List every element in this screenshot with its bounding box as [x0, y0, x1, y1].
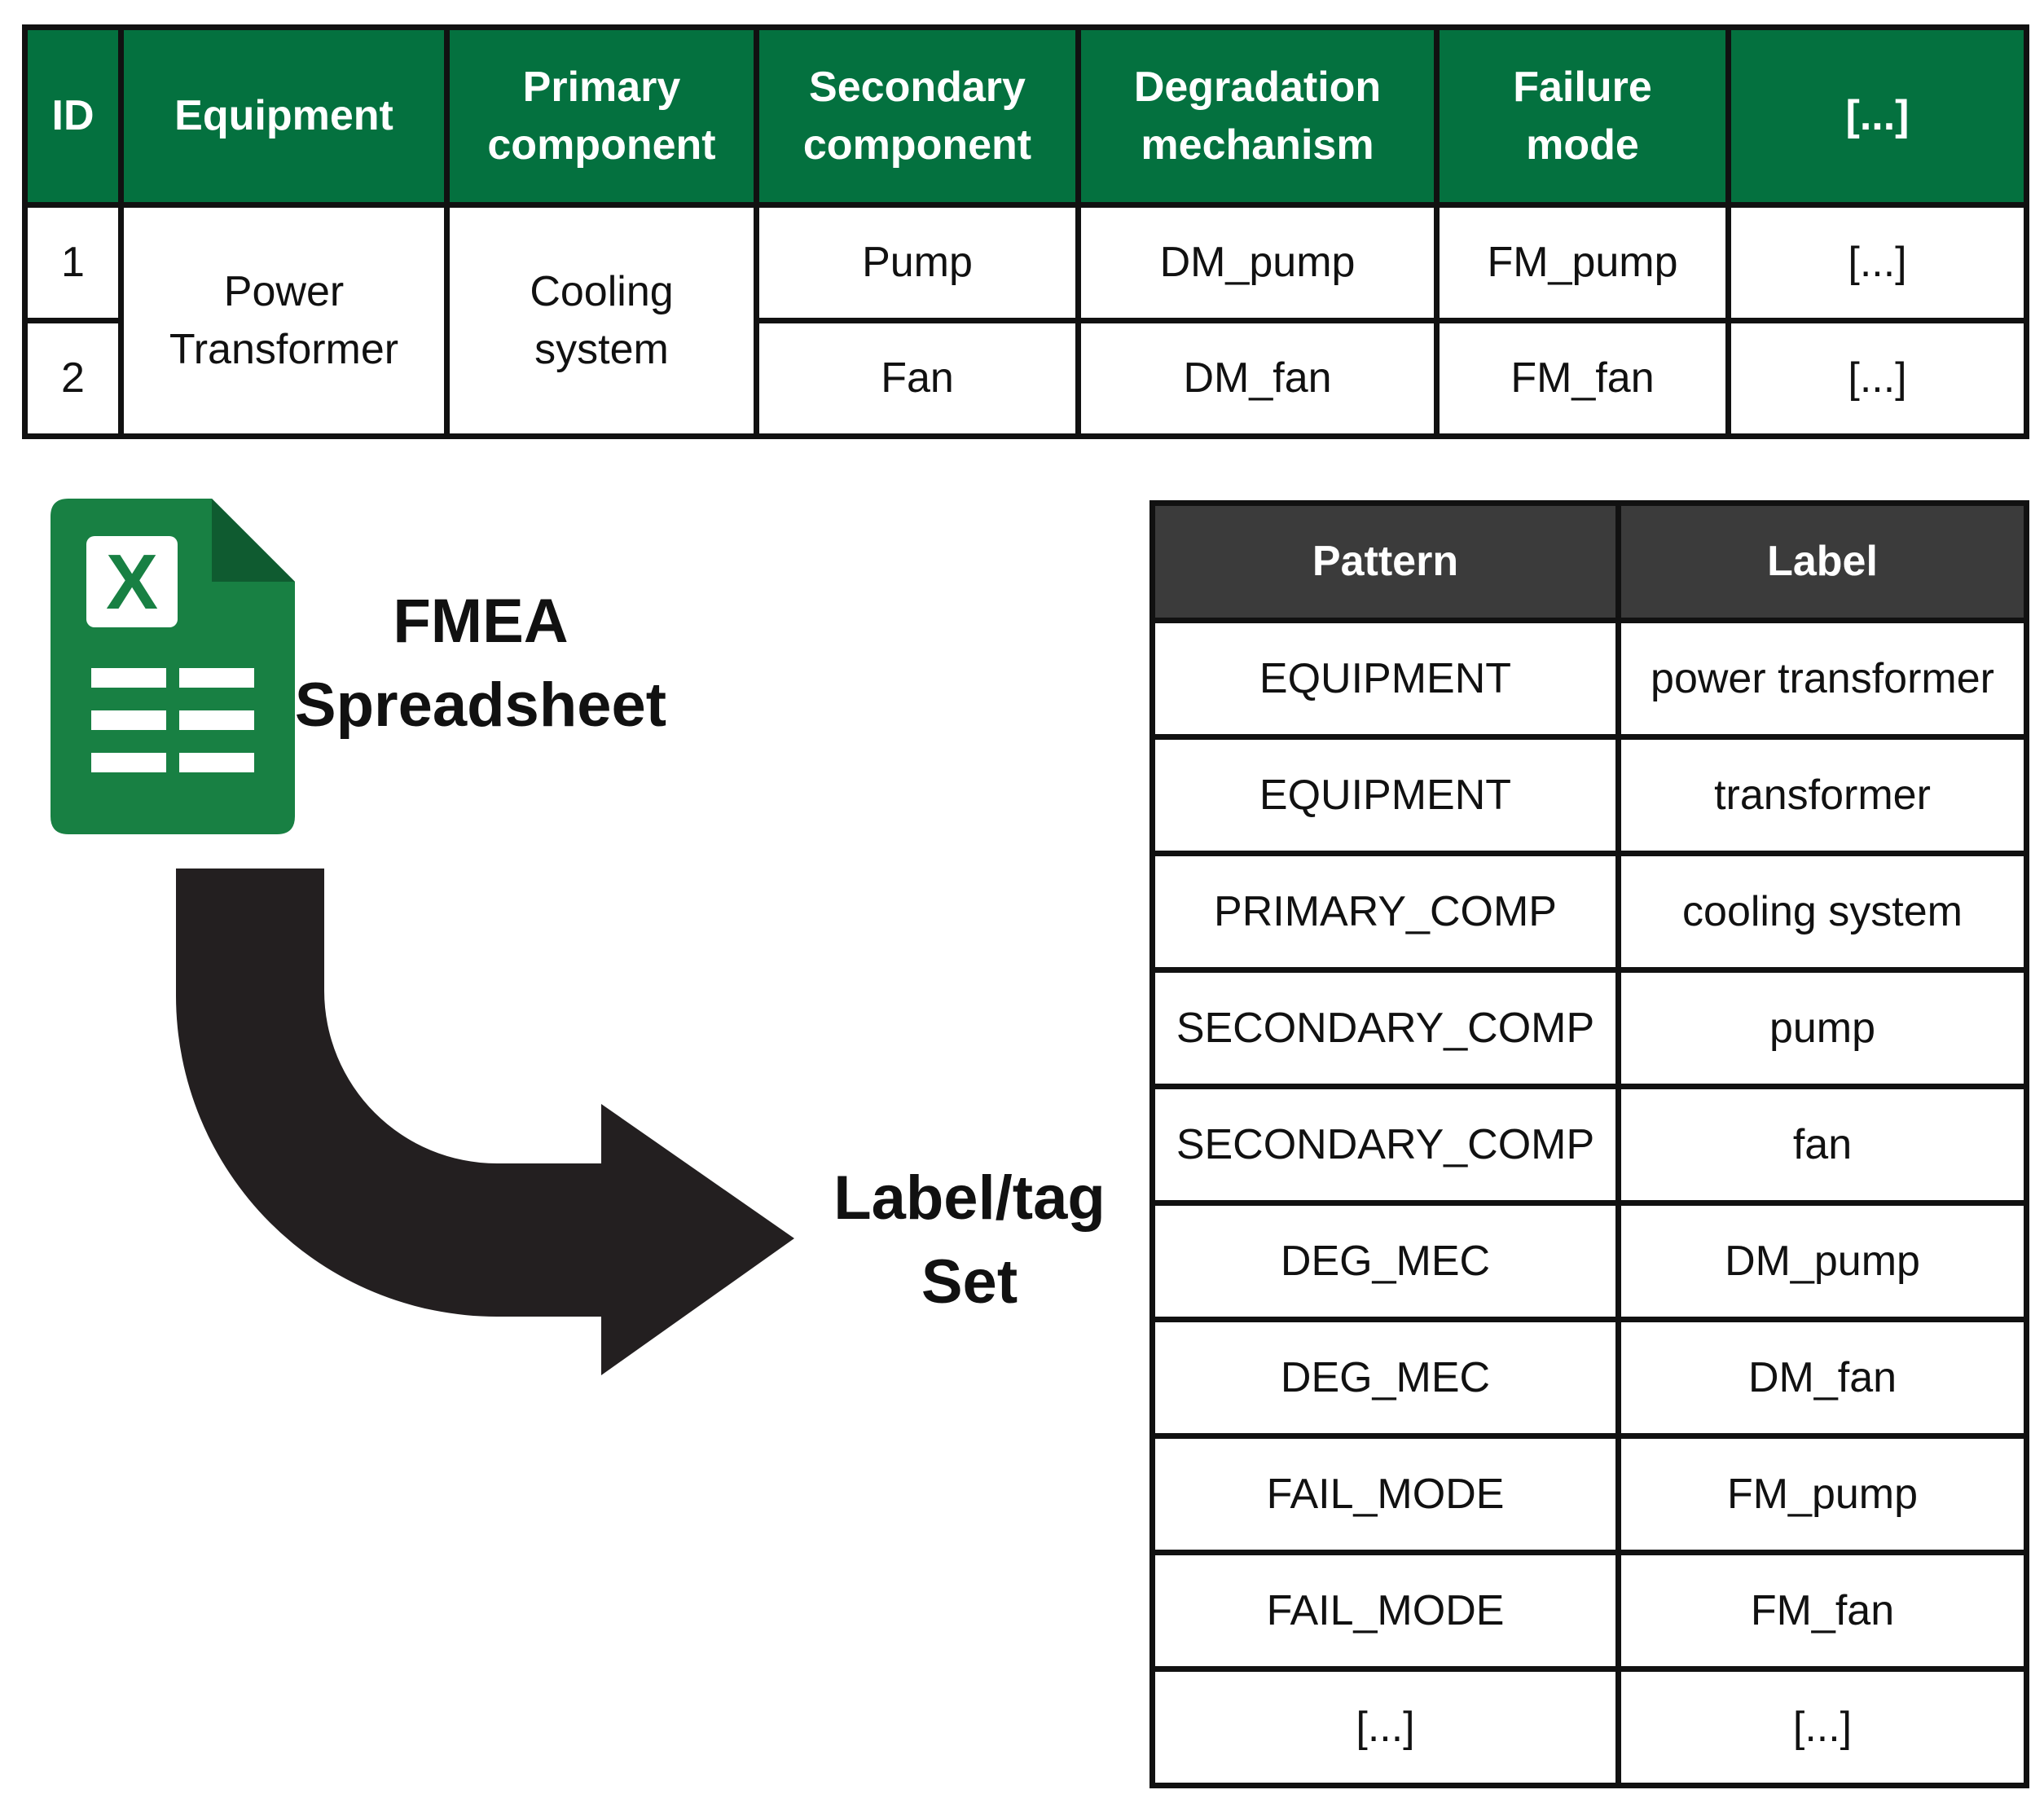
cell-failure-mode: FM_fan [1434, 318, 1731, 439]
header-more: [...] [1725, 24, 2029, 208]
fmea-row: 2 Fan DM_fan FM_fan [...] [22, 318, 2029, 439]
cell-pattern: PRIMARY_COMP [1149, 851, 1621, 973]
cell-more: [...] [1725, 202, 2029, 323]
excel-icon-grid [91, 668, 254, 772]
cell-pattern: EQUIPMENT [1149, 618, 1621, 740]
fmea-spreadsheet-caption: FMEA Spreadsheet [294, 587, 667, 740]
cell-pattern: EQUIPMENT [1149, 734, 1621, 856]
header-equipment: Equipment [118, 24, 450, 208]
cell-label: DM_pump [1615, 1200, 2029, 1322]
cell-label: cooling system [1615, 851, 2029, 973]
excel-icon-letter: X [106, 539, 158, 626]
cell-label: FM_fan [1615, 1550, 2029, 1672]
cell-failure-mode: FM_pump [1434, 202, 1731, 323]
header-label: Label [1615, 500, 2029, 623]
cell-pattern: DEG_MEC [1149, 1200, 1621, 1322]
cell-label: DM_fan [1615, 1317, 2029, 1439]
cell-degradation-mechanism: DM_fan [1075, 318, 1440, 439]
cell-label: FM_pump [1615, 1433, 2029, 1555]
cell-pattern: FAIL_MODE [1149, 1433, 1621, 1555]
label-tag-set-caption: Label/tag Set [833, 1163, 1106, 1317]
cell-label: pump [1615, 967, 2029, 1089]
cell-label: [...] [1615, 1666, 2029, 1788]
tag-table-row: [...][...] [1149, 1666, 2029, 1788]
cell-secondary-component: Fan [754, 318, 1081, 439]
cell-more: [...] [1725, 318, 2029, 439]
cell-label: transformer [1615, 734, 2029, 856]
cell-pattern: DEG_MEC [1149, 1317, 1621, 1439]
cell-label: fan [1615, 1084, 2029, 1206]
cell-pattern: SECONDARY_COMP [1149, 1084, 1621, 1206]
excel-spreadsheet-icon: X [51, 499, 295, 834]
cell-pattern: FAIL_MODE [1149, 1550, 1621, 1672]
excel-icon-badge [86, 536, 178, 627]
cell-label: power transformer [1615, 618, 2029, 740]
cell-id: 2 [22, 318, 124, 439]
curved-arrow-shape [176, 869, 794, 1375]
header-pattern: Pattern [1149, 500, 1621, 623]
cell-id: 1 [22, 202, 124, 323]
cell-secondary-component: Pump [754, 202, 1081, 323]
header-id: ID [22, 24, 124, 208]
cell-pattern: [...] [1149, 1666, 1621, 1788]
cell-degradation-mechanism: DM_pump [1075, 202, 1440, 323]
cell-pattern: SECONDARY_COMP [1149, 967, 1621, 1089]
excel-icon-fold [212, 499, 295, 582]
tag-header-row: Pattern Label [1149, 500, 2029, 623]
